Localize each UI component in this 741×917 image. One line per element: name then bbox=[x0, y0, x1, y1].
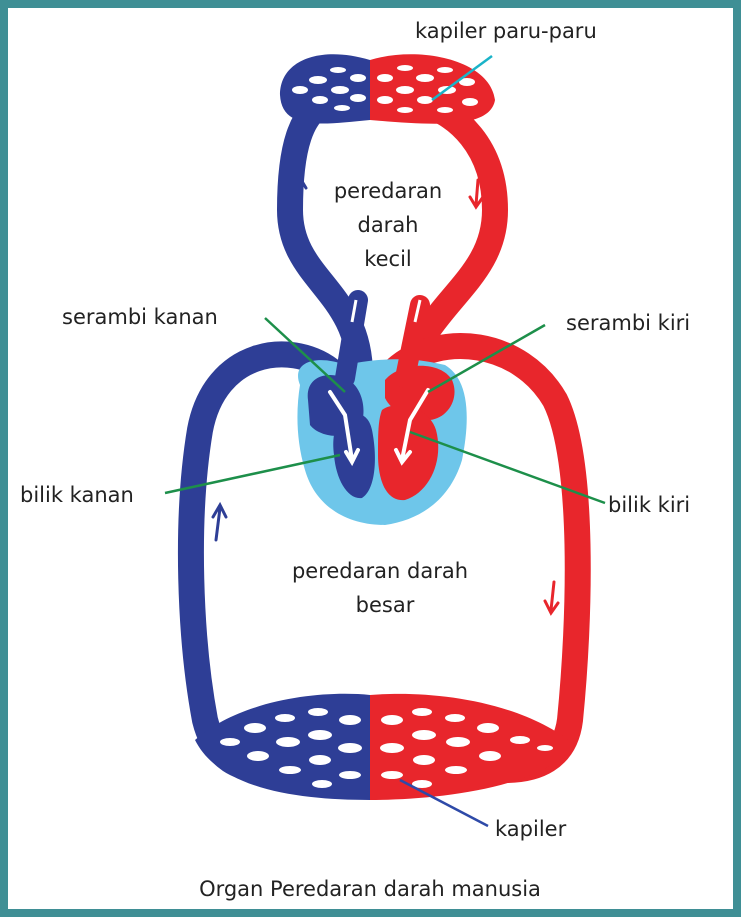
arrow-up-blue-large bbox=[213, 505, 226, 540]
label-body-capillaries: kapiler bbox=[495, 817, 567, 841]
label-right-atrium: serambi kanan bbox=[62, 305, 218, 329]
label-left-atrium: serambi kiri bbox=[566, 311, 690, 335]
label-left-ventricle: bilik kiri bbox=[608, 493, 690, 517]
lung-capillary-bed bbox=[280, 54, 495, 124]
label-large-circulation-1: peredaran darah bbox=[292, 559, 468, 583]
arrow-down-red-large bbox=[545, 582, 558, 613]
label-large-circulation-2: besar bbox=[356, 593, 415, 617]
label-right-ventricle: bilik kanan bbox=[20, 483, 134, 507]
label-lung-capillaries: kapiler paru-paru bbox=[415, 19, 597, 43]
label-small-circulation-3: kecil bbox=[364, 247, 412, 271]
body-capillary-bed bbox=[195, 694, 575, 800]
label-small-circulation-1: peredaran bbox=[334, 179, 442, 203]
vena-cava-entry bbox=[345, 300, 358, 378]
label-small-circulation-2: darah bbox=[357, 213, 418, 237]
diagram-caption: Organ Peredaran darah manusia bbox=[199, 877, 541, 901]
